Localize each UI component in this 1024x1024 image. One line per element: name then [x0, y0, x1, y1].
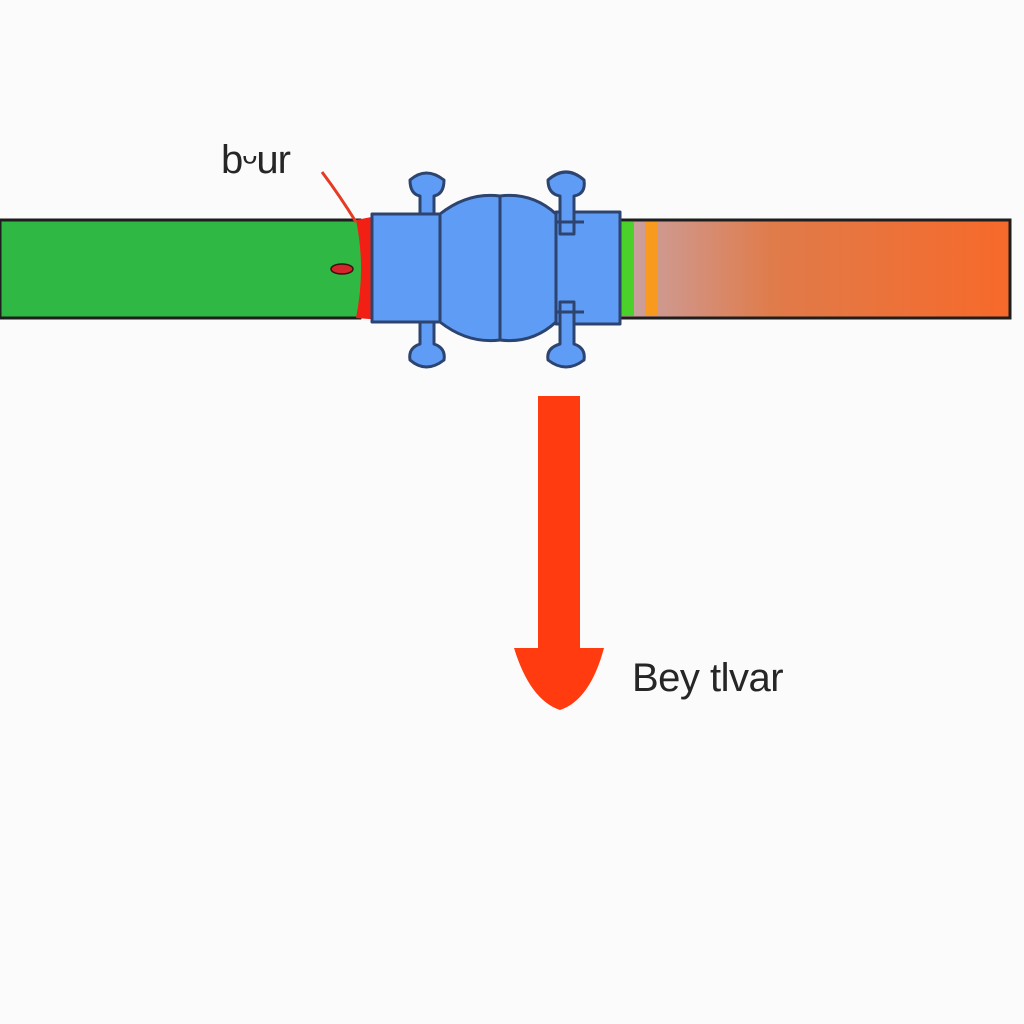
label-pointer-line — [320, 171, 358, 223]
right-pipe-orange-stripe — [645, 222, 657, 316]
right-pipe-green-stripe — [620, 222, 634, 316]
pipe-mark — [330, 263, 354, 275]
left-pipe — [0, 215, 382, 320]
arrow-down-icon — [514, 396, 604, 710]
valve-icon — [370, 170, 622, 369]
top-label: bᵕur — [221, 138, 291, 182]
right-pipe — [616, 218, 1012, 320]
bottom-label: Bey tlvar — [632, 656, 784, 700]
